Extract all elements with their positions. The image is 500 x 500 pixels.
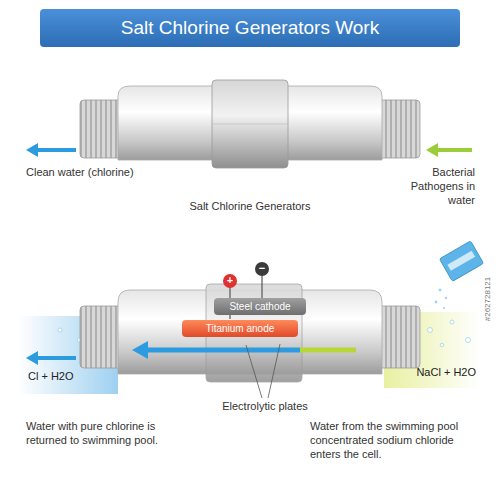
cell-flow <box>26 341 356 365</box>
generator-top <box>80 80 420 168</box>
titanium-anode: Titanium anode <box>182 320 298 337</box>
label: NaCl + H2O <box>396 366 476 380</box>
label: + <box>223 274 237 287</box>
title-banner <box>40 9 460 47</box>
label: Salt Chlorine Generators <box>170 200 330 214</box>
flow-arrow <box>26 143 472 157</box>
generator-bottom <box>80 284 420 382</box>
salt-bag <box>435 241 484 309</box>
label: Electrolytic plates <box>205 400 325 414</box>
node-label: Titanium anode <box>206 323 275 334</box>
title-holder: Salt Chlorine Generators Work <box>40 9 460 47</box>
label: Clean water (chlorine) <box>26 166 136 180</box>
watermark: #262728121 <box>483 259 493 339</box>
title: Salt Chlorine Generators Work <box>121 17 379 39</box>
label: Cl + H2O <box>28 370 108 384</box>
leader-line <box>246 344 280 398</box>
node-label: Steel cathode <box>229 301 290 312</box>
label: Bacterial Pathogens in water <box>385 166 475 207</box>
label: − <box>255 262 269 275</box>
label: Water from the swimming pool concentrate… <box>310 420 482 461</box>
steel-cathode: Steel cathode <box>214 298 306 315</box>
label: Water with pure chlorine is returned to … <box>26 420 196 448</box>
